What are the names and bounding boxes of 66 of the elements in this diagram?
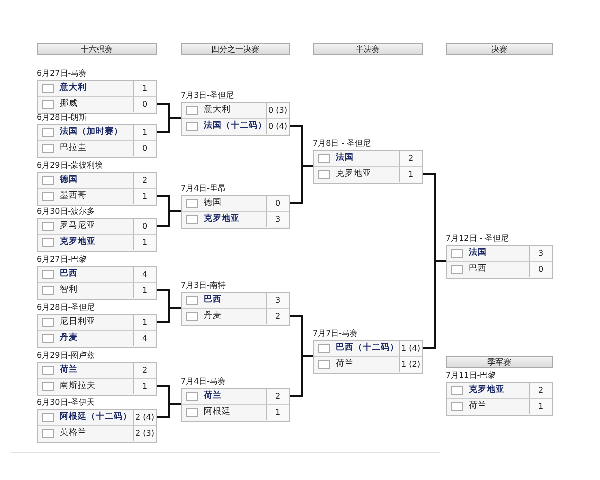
match-date: 7月11日-巴黎 [446, 371, 496, 381]
round-header: 四分之一决赛 [181, 43, 290, 55]
team-name: 墨西哥 [60, 190, 87, 203]
match-date: 6月27日-巴黎 [37, 255, 88, 265]
team-name: 尼日利亚 [60, 316, 96, 329]
team-name: 克罗地亚 [469, 384, 505, 397]
team-name: 克罗地亚 [336, 168, 372, 181]
team-name: 法国（十二码） [204, 120, 267, 133]
match-date: 6月30日-波尔多 [37, 207, 96, 217]
team-name: 荷兰 [204, 390, 222, 403]
score-cell: 0 (4) [266, 119, 289, 134]
team-name: 罗马尼亚 [60, 220, 96, 233]
team-name: 挪威 [60, 98, 78, 111]
team-name: 巴拉圭 [60, 142, 87, 155]
bracket-line [157, 403, 181, 418]
score-cell: 1 (4) [399, 341, 422, 356]
match-date: 6月27日-马赛 [37, 69, 88, 79]
team-name: 法国 [336, 152, 354, 165]
match-date: 6月28日-朗斯 [37, 113, 88, 123]
round-header: 季军赛 [446, 356, 553, 368]
match-date: 7月3日-南特 [181, 281, 226, 291]
match-date: 7月7日-马赛 [313, 329, 358, 339]
score-cell: 1 (2) [399, 357, 422, 372]
team-name: 巴西 [469, 263, 487, 276]
team-name: 法国 [469, 246, 487, 260]
team-name: 南斯拉夫 [60, 380, 96, 393]
bracket-line [290, 165, 313, 204]
bracket-line [157, 210, 181, 227]
score-cell: 0 (3) [266, 103, 289, 118]
team-name: 荷兰 [469, 400, 487, 413]
team-name: 巴西 [60, 268, 78, 281]
match-date: 7月3日-圣但尼 [181, 91, 234, 101]
team-name: 荷兰 [336, 358, 354, 371]
team-name: 英格兰 [60, 427, 87, 440]
round-header: 决赛 [446, 43, 553, 55]
team-name: 德国 [60, 174, 78, 187]
score-cell: 2 (3) [133, 426, 156, 441]
team-name: 智利 [60, 284, 78, 297]
match-date: 6月30日-圣伊天 [37, 398, 96, 408]
match-date: 6月29日-图卢兹 [37, 351, 96, 361]
team-name: 丹麦 [60, 332, 78, 345]
bracket-line [290, 355, 313, 397]
match-date: 7月4日-里昂 [181, 184, 226, 194]
team-name: 法国（加时赛） [60, 126, 123, 139]
match-date: 7月12日 - 圣但尼 [446, 234, 510, 244]
team-name: 巴西 [204, 294, 222, 307]
team-name: 巴西（十二码） [336, 342, 399, 355]
team-name: 意大利 [60, 82, 87, 95]
match-date: 7月4日-马赛 [181, 377, 226, 387]
team-name: 克罗地亚 [204, 212, 240, 226]
team-name: 意大利 [204, 104, 231, 117]
round-header: 半决赛 [313, 43, 423, 55]
match-date: 7月8日 - 圣但尼 [313, 139, 372, 149]
bracket-line [157, 117, 181, 133]
team-name: 克罗地亚 [60, 236, 96, 249]
team-name: 荷兰 [60, 364, 78, 377]
score-cell: 2 (4) [133, 410, 156, 425]
round-header: 十六强赛 [37, 43, 157, 55]
match-date: 6月29日-蒙彼利埃 [37, 161, 104, 171]
bracket-line [423, 260, 446, 349]
team-name: 丹麦 [204, 310, 222, 323]
team-name: 德国 [204, 197, 222, 210]
team-name: 阿根廷（十二码） [60, 410, 132, 424]
match-date: 6月28日-圣但尼 [37, 303, 96, 313]
team-name: 阿根廷 [204, 406, 231, 419]
bracket-line [157, 307, 181, 323]
